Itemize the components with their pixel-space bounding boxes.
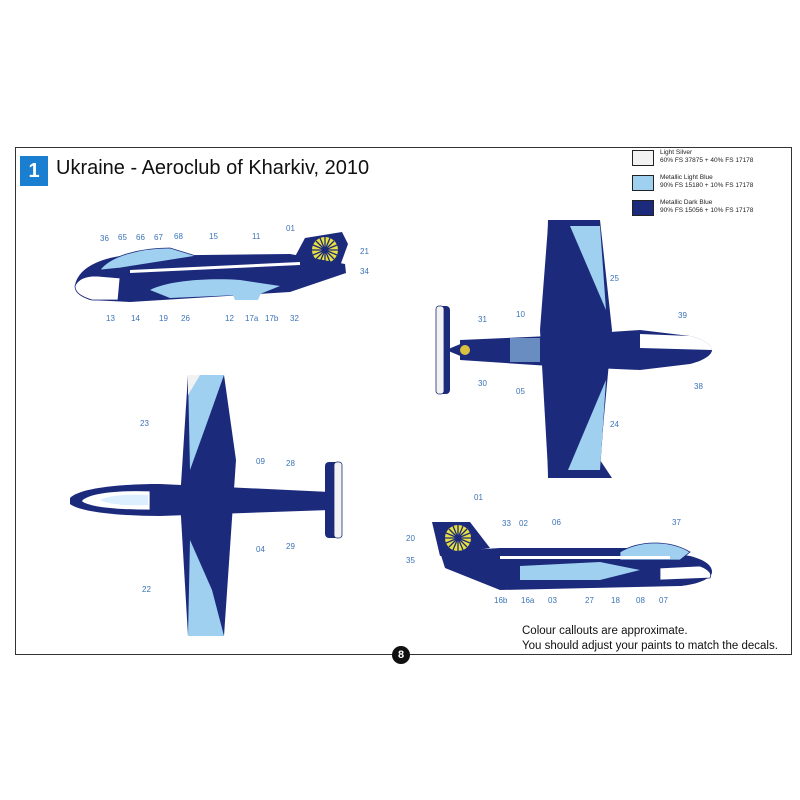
callout-17b: 17b [265,314,279,323]
callout-17a: 17a [245,314,259,323]
callout-27: 27 [585,596,594,605]
legend-name: Light Silver [660,149,693,156]
legend-formula: 60% FS 37875 + 40% FS 17178 [660,157,754,164]
callout-03: 03 [548,596,557,605]
side-view-right: 01 20 35 33 02 06 37 16b 16a 03 27 18 08… [406,493,712,605]
callout-16a: 16a [521,596,535,605]
callout-14: 14 [131,314,140,323]
callout-01: 01 [286,224,295,233]
callout-66: 66 [136,233,145,242]
callout-31: 31 [478,315,487,324]
callout-26: 26 [181,314,190,323]
note-line-2: You should adjust your paints to match t… [522,640,778,652]
callout-02: 02 [519,519,528,528]
callout-33: 33 [502,519,511,528]
callout-10: 10 [516,310,525,319]
callout-04: 04 [256,545,265,554]
callout-36: 36 [100,234,109,243]
colour-note: Colour callouts are approximate. You sho… [522,624,778,654]
callout-24: 24 [610,420,619,429]
legend-formula: 90% FS 15056 + 10% FS 17178 [660,207,754,214]
callout-20: 20 [406,534,415,543]
callout-19: 19 [159,314,168,323]
callout-68: 68 [174,232,183,241]
callout-29: 29 [286,542,295,551]
legend-name: Metallic Dark Blue [660,199,713,206]
callout-65: 65 [118,233,127,242]
top-view: 39 38 25 10 31 30 05 24 [435,220,712,478]
callout-13: 13 [106,314,115,323]
callout-21: 21 [360,247,369,256]
callout-11: 11 [252,232,261,241]
callout-16b: 16b [494,596,508,605]
callout-25: 25 [610,274,619,283]
callout-08: 08 [636,596,645,605]
bottom-view: 23 09 28 29 04 22 [70,375,343,636]
callout-28: 28 [286,459,295,468]
swatch-metallic-light-blue [632,175,654,191]
callout-39: 39 [678,311,687,320]
callout-35: 35 [406,556,415,565]
side-view-left: 36 65 66 67 68 15 11 01 21 34 13 14 19 2… [74,224,369,323]
callout-05: 05 [516,387,525,396]
swatch-light-silver [632,150,654,166]
callout-38: 38 [694,382,703,391]
swatch-metallic-dark-blue [632,200,654,216]
callout-22: 22 [142,585,151,594]
callout-07: 07 [659,596,668,605]
callout-32: 32 [290,314,299,323]
callout-18: 18 [611,596,620,605]
callout-01: 01 [474,493,483,502]
tail-sun-emblem [444,524,472,552]
callout-12: 12 [225,314,234,323]
legend-formula: 90% FS 15180 + 10% FS 17178 [660,182,754,189]
note-line-1: Colour callouts are approximate. [522,625,688,637]
callout-15: 15 [209,232,218,241]
callout-23: 23 [140,419,149,428]
callout-37: 37 [672,518,681,527]
callout-30: 30 [478,379,487,388]
callout-67: 67 [154,233,163,242]
profile-number-badge: 1 [20,156,48,186]
callout-34: 34 [360,267,369,276]
callout-06: 06 [552,518,561,527]
page-number: 8 [392,646,410,664]
profile-title: Ukraine - Aeroclub of Kharkiv, 2010 [56,157,370,179]
legend-name: Metallic Light Blue [660,174,713,181]
callout-09: 09 [256,457,265,466]
